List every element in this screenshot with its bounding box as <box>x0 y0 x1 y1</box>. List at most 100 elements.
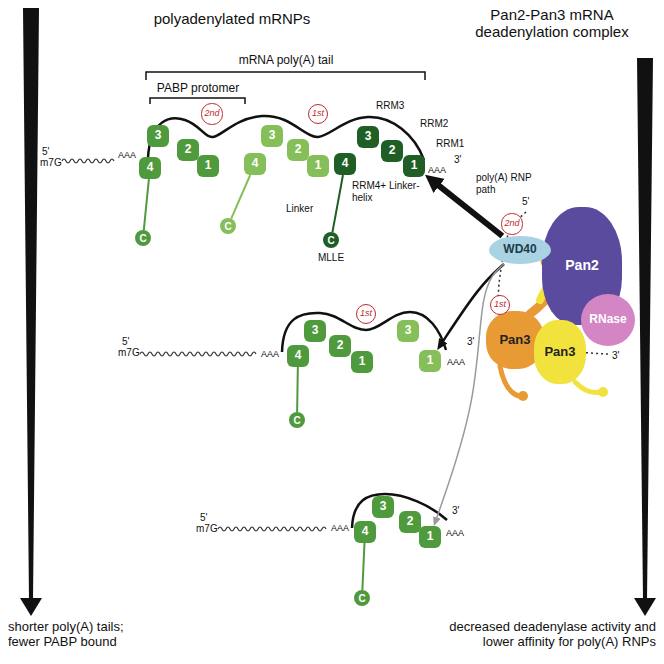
circle-node: 2nd <box>201 103 222 124</box>
linker-line <box>144 179 149 230</box>
domain-box: 2 <box>177 139 199 161</box>
node-label: 2 <box>185 143 192 156</box>
linker-line <box>362 543 364 590</box>
node-label: 2nd <box>204 109 219 119</box>
text-label: decreased deadenylase activity and lower… <box>416 620 656 650</box>
node-label: 4 <box>252 157 259 170</box>
text-label: mRNA poly(A) tail <box>239 54 334 68</box>
circle-node: 1st <box>356 304 376 324</box>
circle-node: C <box>289 412 305 428</box>
node-label: RNase <box>589 313 626 326</box>
node-label: 4 <box>147 161 154 174</box>
mrna-body <box>62 159 114 163</box>
node-label: 1st <box>312 109 324 119</box>
circle-node: C <box>220 218 236 234</box>
text-label: MLLE <box>318 252 344 264</box>
text-label: polyadenylated mRNPs <box>154 10 311 27</box>
mrna-body <box>140 352 256 356</box>
node-label: 1 <box>315 159 322 172</box>
text-label: AAA <box>428 165 446 175</box>
node-label: C <box>293 415 300 426</box>
text-label: 5' <box>122 336 129 348</box>
domain-box: 3 <box>397 320 419 342</box>
trend-arrow-shaft <box>637 58 653 600</box>
node-label: 2 <box>337 339 344 352</box>
pan3-tail-end <box>518 391 528 401</box>
domain-box: 4 <box>287 345 309 367</box>
pan3-tail-end <box>598 387 608 397</box>
node-label: 1 <box>427 530 434 543</box>
node-label: C <box>139 233 146 244</box>
node-label: Pan2 <box>565 258 598 273</box>
linker-line <box>332 175 343 232</box>
node-label: 3 <box>269 129 276 142</box>
domain-box: 2 <box>329 335 351 357</box>
node-label: 1 <box>359 355 366 368</box>
node-label: 2nd <box>504 219 519 229</box>
text-label: 3' <box>467 336 474 348</box>
domain-box: 3 <box>372 496 394 518</box>
text-label: AAA <box>118 150 136 160</box>
text-label: PABP protomer <box>157 82 239 96</box>
domain-box: 3 <box>261 125 283 147</box>
circle-node: C <box>323 232 339 248</box>
node-label: C <box>327 235 334 246</box>
text-label: Linker <box>286 203 313 215</box>
node-label: Pan3 <box>544 345 575 359</box>
circle-node: C <box>135 230 151 246</box>
text-label: 3' <box>452 505 459 517</box>
node-label: 2 <box>295 143 302 156</box>
tail-bracket <box>146 72 425 80</box>
text-label: RRM3 <box>376 100 404 112</box>
domain-box: 1 <box>197 155 219 177</box>
text-label: shorter poly(A) tails; fewer PABP bound <box>8 620 158 650</box>
domain-box: 4 <box>244 153 266 175</box>
domain-box: 3 <box>304 320 326 342</box>
domain-box: 1 <box>403 155 425 177</box>
text-label: 3' <box>454 154 461 166</box>
domain-box: 4 <box>334 153 356 175</box>
protomer-bracket <box>150 98 245 104</box>
node-label: Pan3 <box>499 333 530 347</box>
text-label: Pan2-Pan3 mRNA deadenylation complex <box>452 6 652 41</box>
circle-node: C <box>354 590 370 606</box>
text-label: AAA <box>331 523 349 533</box>
domain-box: 3 <box>147 125 169 147</box>
domain-box: 3 <box>357 126 379 148</box>
domain-box: 2 <box>381 140 403 162</box>
domain-box: RNase <box>581 294 635 346</box>
node-label: C <box>358 593 365 604</box>
domain-box: Pan3 <box>534 320 586 384</box>
text-label: m7G <box>40 157 62 169</box>
text-label: RRM4+ Linker-helix <box>352 180 424 203</box>
text-label: m7G <box>196 523 218 535</box>
text-label: AAA <box>446 528 464 538</box>
text-label: RRM1 <box>436 138 464 150</box>
circle-node: 2nd <box>501 213 522 234</box>
domain-box: 2 <box>399 511 421 533</box>
node-label: WD40 <box>503 243 536 256</box>
text-label: 3' <box>612 350 619 362</box>
pan3-tail <box>575 382 600 393</box>
node-label: 2 <box>407 515 414 528</box>
node-label: 3 <box>405 324 412 337</box>
text-label: 5' <box>42 146 49 158</box>
linker-line <box>296 367 299 412</box>
mrna-body <box>218 527 326 531</box>
trend-arrow-head <box>20 598 42 616</box>
node-label: 4 <box>362 525 369 538</box>
domain-box: 4 <box>354 521 376 543</box>
node-label: 4 <box>342 157 349 170</box>
node-label: 3 <box>155 129 162 142</box>
node-label: 1st <box>360 309 372 319</box>
node-label: 1 <box>205 159 212 172</box>
circle-node: 1st <box>308 104 328 124</box>
node-label: 1 <box>427 354 434 367</box>
domain-box: 4 <box>139 157 161 179</box>
text-label: AAA <box>261 349 279 359</box>
node-label: 3 <box>365 130 372 143</box>
node-label: C <box>224 221 231 232</box>
text-label: m7G <box>118 347 140 359</box>
node-label: 4 <box>295 349 302 362</box>
domain-box: 2 <box>287 139 309 161</box>
